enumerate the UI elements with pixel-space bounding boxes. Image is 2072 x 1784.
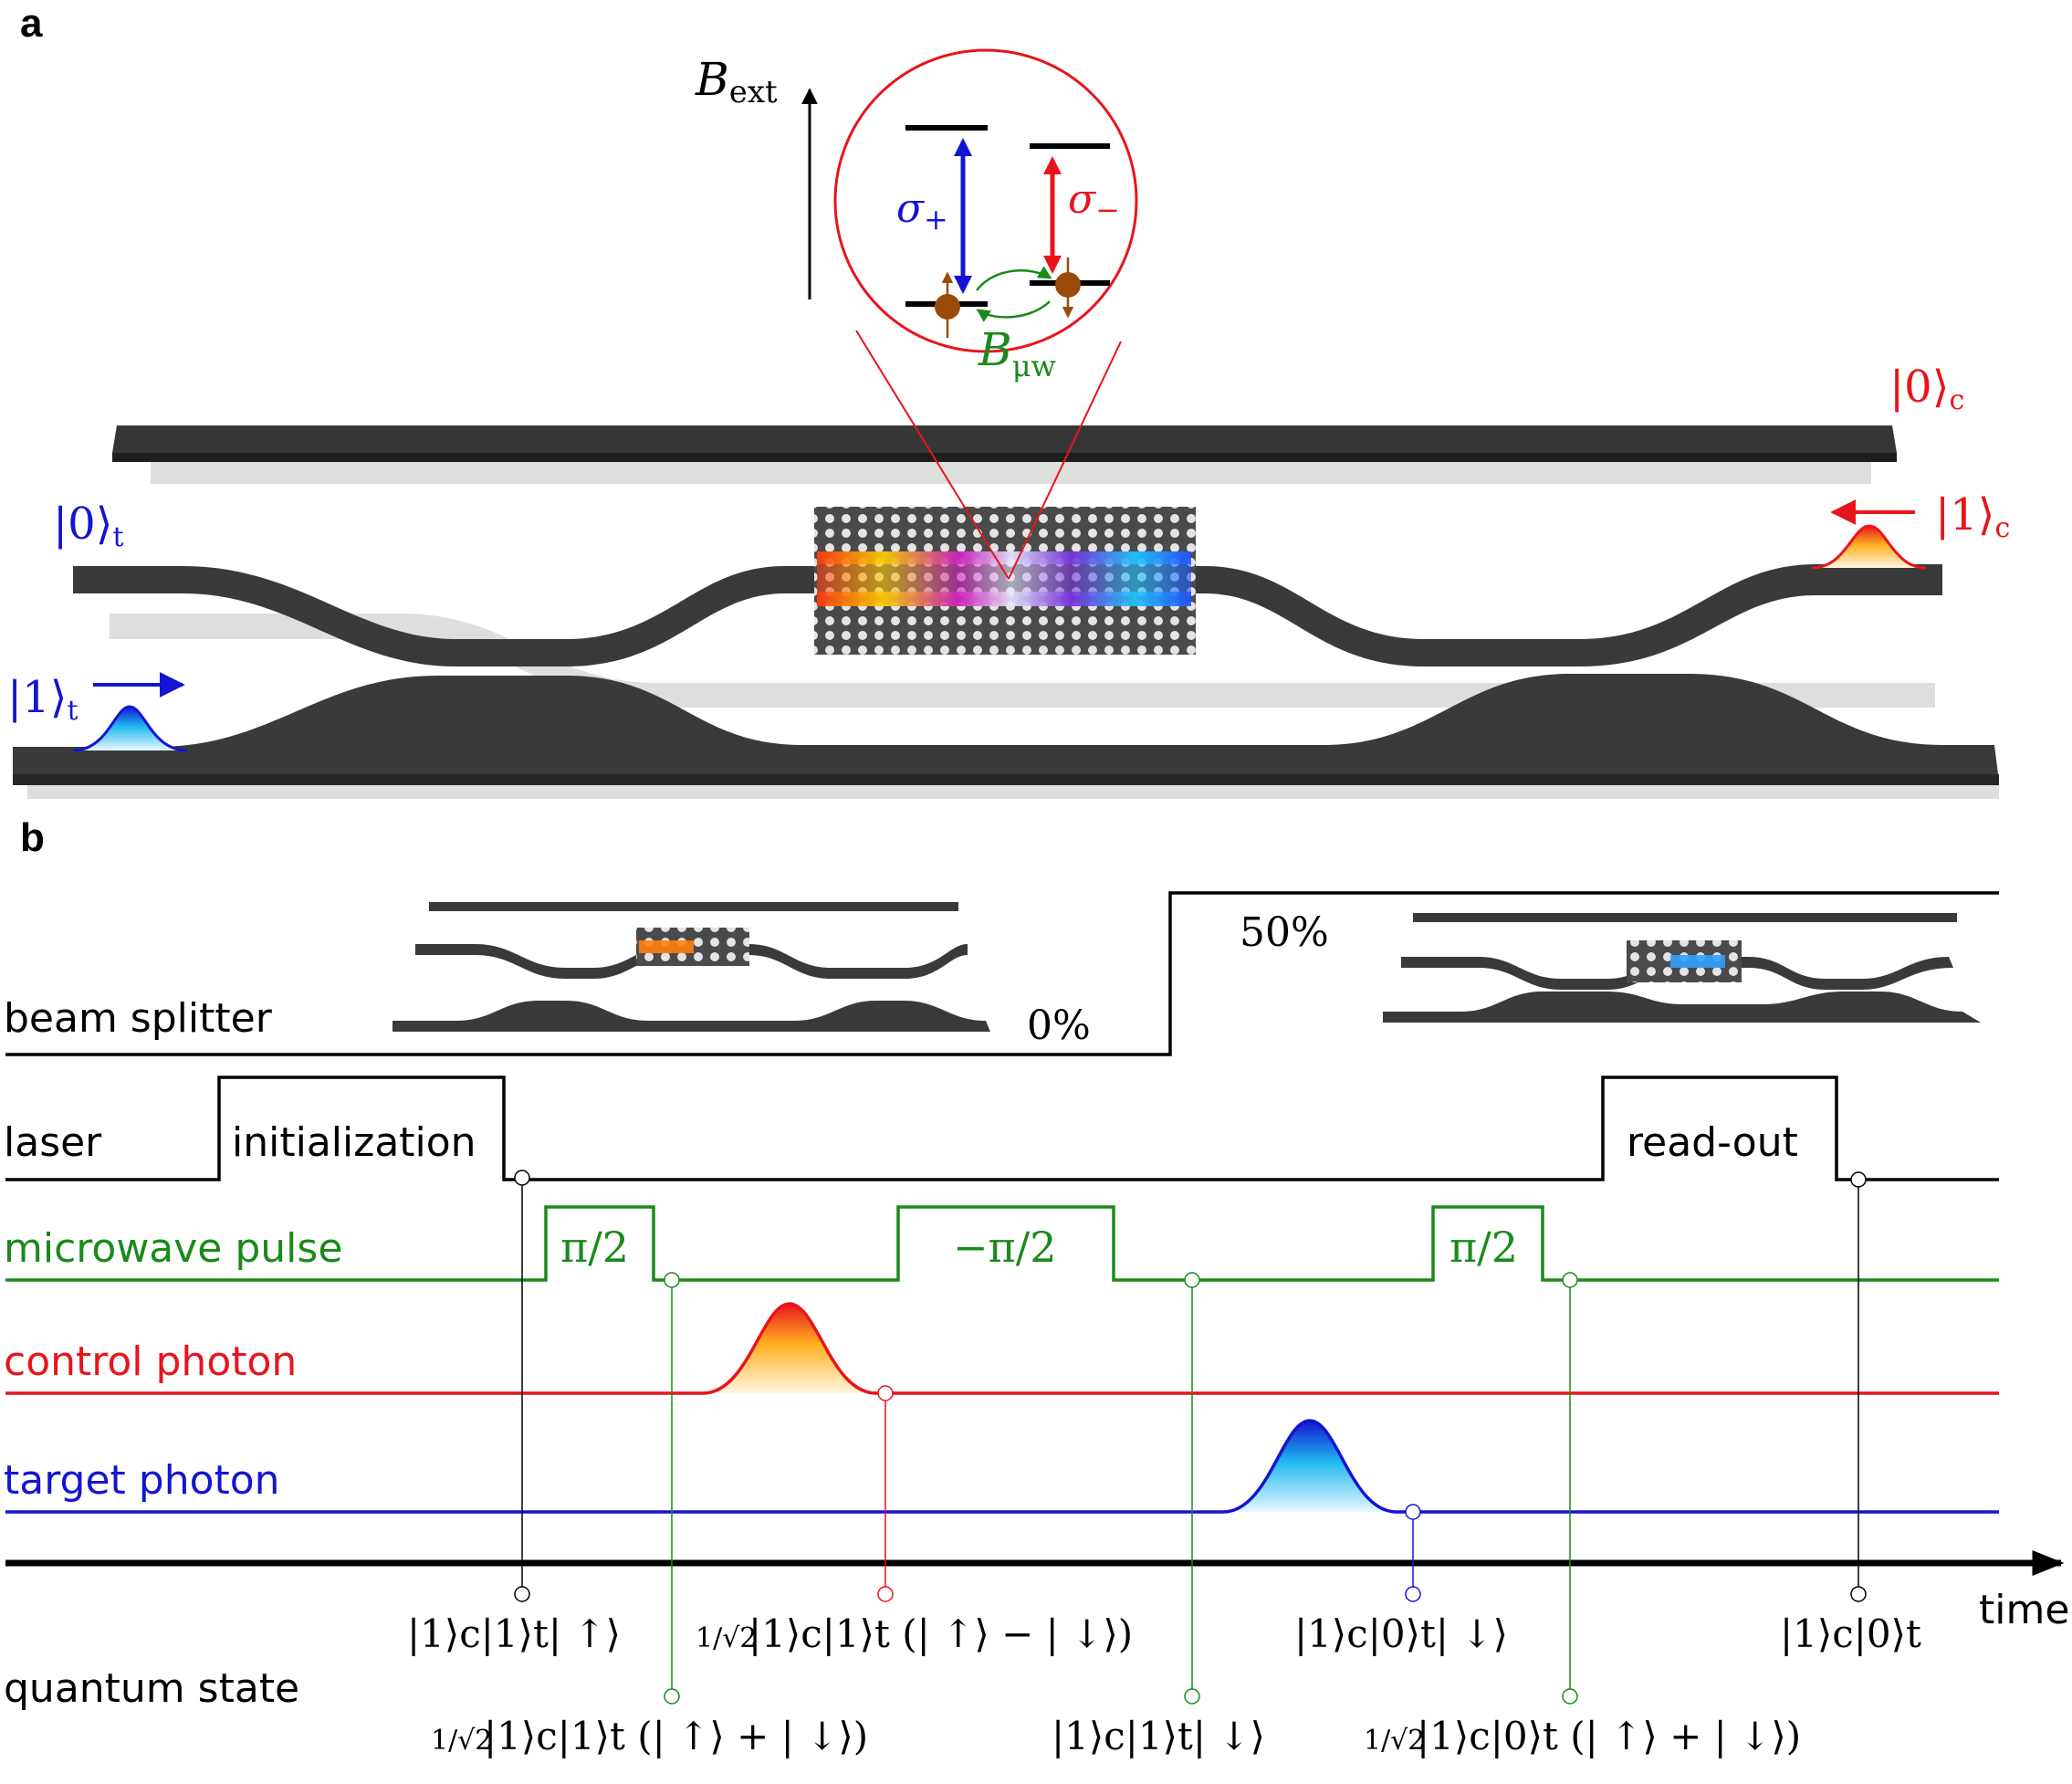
microwave-pulse-trace [5,1205,1999,1282]
row-label-control-photon: control photon [4,1338,297,1385]
row-label-quantum-state: quantum state [4,1665,299,1712]
ket-0-control-label: |0⟩c [1889,362,1964,416]
device-thumbnail-0 [392,902,990,1032]
state-5: |1⟩c|0⟩t| ↓⟩ [1294,1611,1508,1656]
ket-1-control-label: |1⟩c [1935,489,2010,544]
control-waveguide [112,425,1897,462]
row-label-beam-splitter: beam splitter [4,995,273,1042]
bottom-waveguide [13,674,1999,785]
state-3: |1⟩c|1⟩t (| ↑⟩ − | ↓⟩) [748,1611,1133,1656]
device-thumbnail-50 [1383,913,1981,1023]
beam-splitter-0-label: 0% [1027,1002,1091,1049]
state-1: |1⟩c|1⟩t| ↑⟩ [407,1611,621,1656]
target-photon-pulse [1223,1421,1397,1512]
state-4: |1⟩c|1⟩t| ↓⟩ [1052,1714,1265,1758]
state-3-fraction: 1/√2 [696,1622,757,1654]
laser-readout-label: read-out [1627,1119,1798,1166]
state-2: |1⟩c|1⟩t (| ↑⟩ + | ↓⟩) [484,1714,868,1758]
b-ext-label: Bext [695,53,778,110]
panel-a-label: a [20,1,43,46]
sigma-plus-label: σ+ [896,185,948,236]
sigma-minus-label: σ− [1068,176,1120,227]
ket-0-target-label: |0⟩t [53,498,124,553]
energy-level-diagram [905,125,1110,338]
state-2-fraction: 1/√2 [431,1725,492,1757]
pulse-3-label: π/2 [1449,1223,1518,1272]
control-photon-pulse-a [1812,526,1926,568]
control-photon-trace [5,1302,1999,1395]
b-mw-label: Bμw [978,323,1056,383]
panel-b-label: b [20,815,45,860]
target-photon-trace [5,1419,1999,1514]
row-label-target-photon: target photon [4,1457,280,1504]
beam-splitter-50-label: 50% [1240,909,1329,956]
laser-initialization-label: initialization [232,1119,476,1166]
time-axis-label: time [1979,1587,2069,1633]
pulse-1-label: π/2 [560,1223,629,1272]
beam-splitter-trace [5,891,1999,1056]
pulse-2-label: −π/2 [953,1223,1057,1272]
row-label-laser: laser [4,1119,102,1166]
ket-1-target-label: |1⟩t [7,672,78,727]
state-6: |1⟩c|0⟩t (| ↑⟩ + | ↓⟩) [1417,1714,1801,1758]
middle-waveguide [73,564,1942,666]
row-label-microwave-pulse: microwave pulse [4,1225,342,1272]
control-photon-pulse [703,1304,876,1393]
state-7: |1⟩c|0⟩t [1780,1611,1921,1656]
state-6-fraction: 1/√2 [1364,1725,1425,1757]
state-markers [514,1170,1867,1705]
photonic-crystal-cavity [814,507,1196,655]
